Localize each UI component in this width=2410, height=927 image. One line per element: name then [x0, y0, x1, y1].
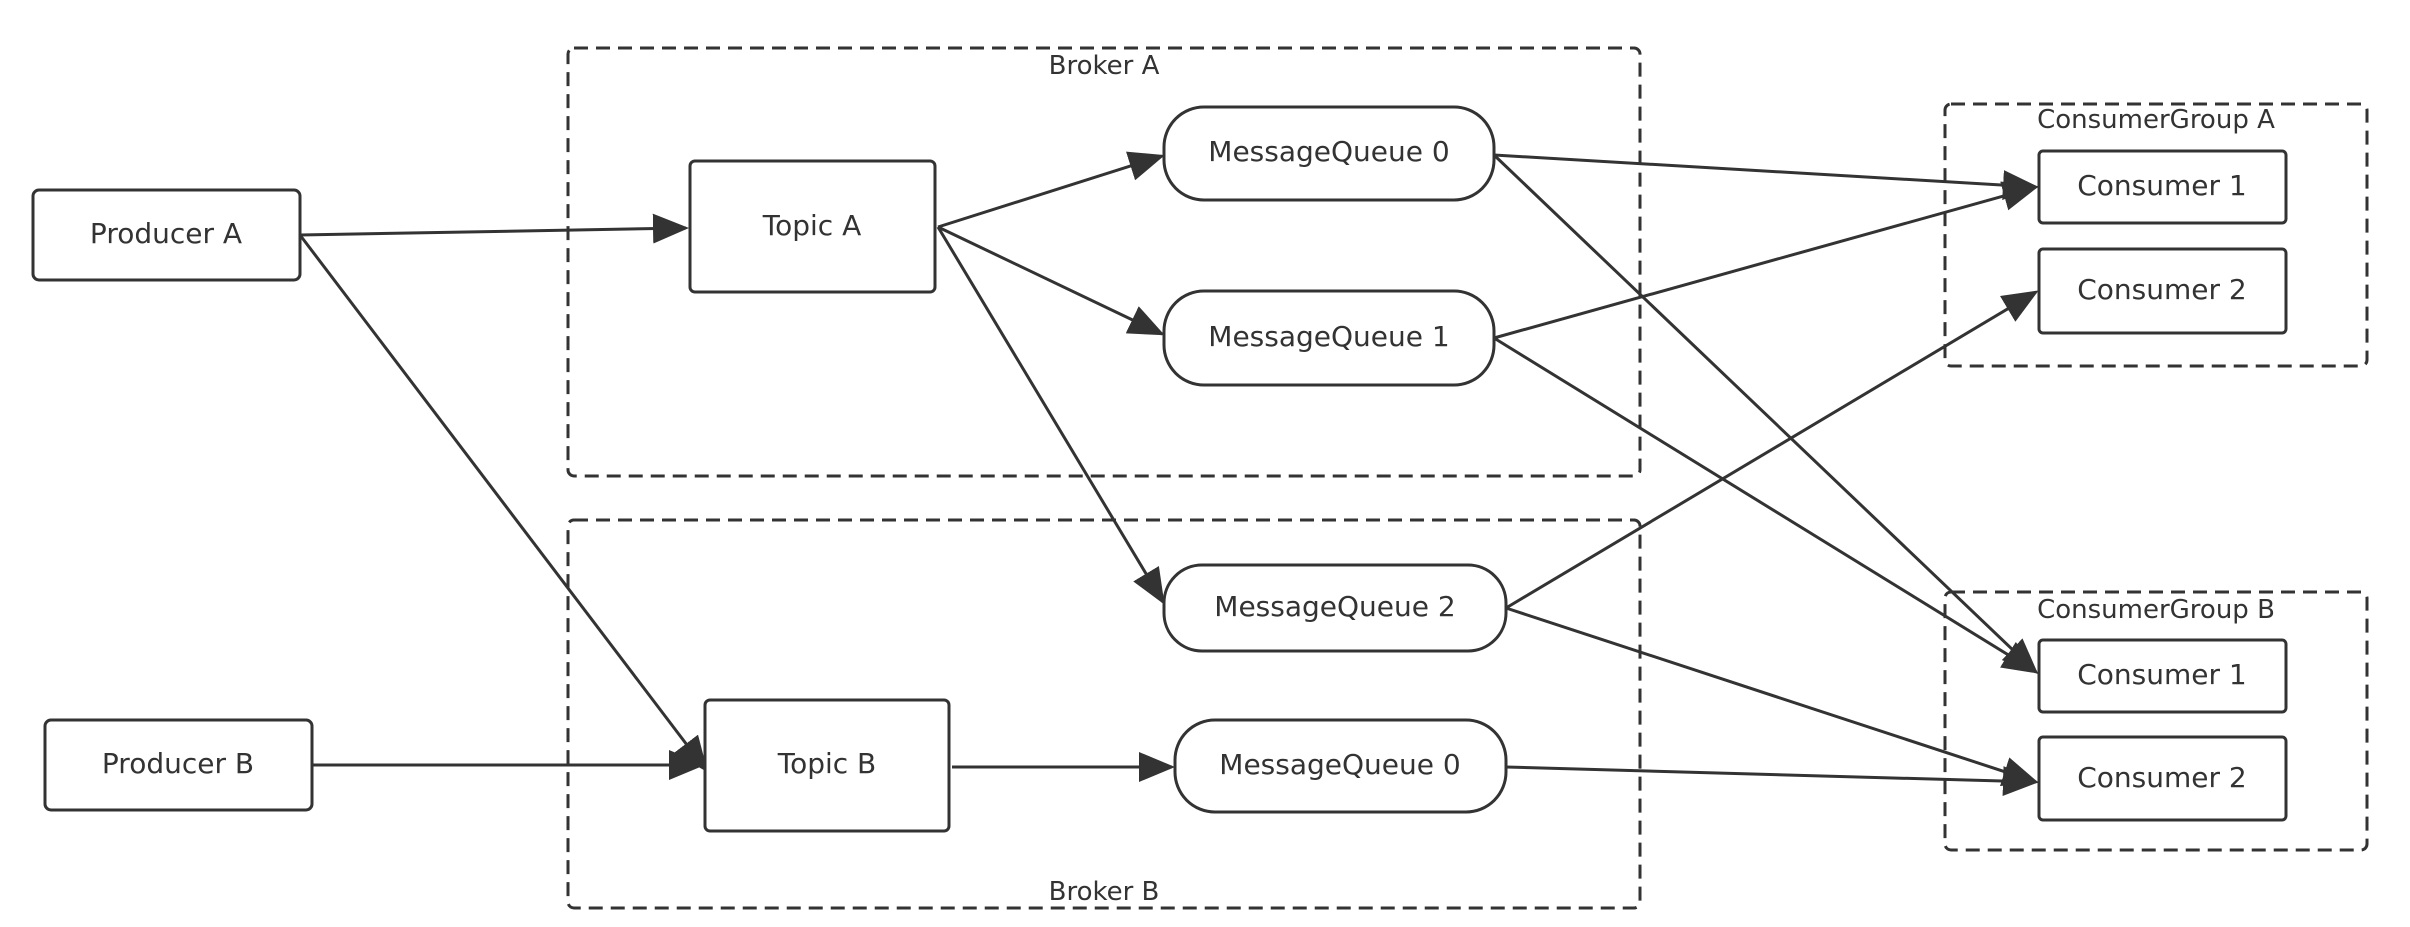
consumer-group-b-frame	[1943, 590, 2369, 852]
cgb-consumer1-node: Consumer 1	[2037, 638, 2288, 714]
edge-topic-a-mq1	[937, 225, 1165, 336]
edge-producer-a-topic-b	[298, 234, 708, 773]
mq-a1-node: MessageQueue 1	[1162, 289, 1496, 387]
edge-producer-a-topic-a	[299, 213, 689, 244]
topic-b-label: Topic B	[777, 747, 877, 780]
edge-topic-a-mq2	[936, 226, 1165, 605]
edge-mq-a0-cga-consumer1	[1493, 153, 2039, 201]
topic-a-node: Topic A	[688, 159, 937, 294]
cga-consumer1-node: Consumer 1	[2037, 149, 2288, 225]
broker-a-label: Broker A	[1049, 51, 1160, 81]
broker-b-label: Broker B	[1049, 877, 1160, 907]
producer-a-node: Producer A	[31, 188, 302, 282]
consumer-group-a: ConsumerGroup A	[1943, 102, 2369, 368]
cga-consumer1-label: Consumer 1	[2077, 169, 2247, 202]
topic-b-node: Topic B	[703, 698, 951, 833]
mq-b2-node: MessageQueue 2	[1162, 563, 1508, 653]
cgb-consumer2-label: Consumer 2	[2077, 761, 2247, 794]
mq-a1-label: MessageQueue 1	[1208, 320, 1449, 353]
mq-a0-label: MessageQueue 0	[1208, 135, 1449, 168]
edge-mq-b2-cga-consumer2	[1505, 290, 2039, 610]
cgb-consumer1-box	[2037, 638, 2288, 714]
topic-a-label: Topic A	[762, 209, 861, 242]
mq-b0-label: MessageQueue 0	[1219, 748, 1460, 781]
edge-mq-a1-cgb-consumer1	[1493, 336, 2039, 674]
edge-mq-a0-cgb-consumer1	[1492, 153, 2039, 675]
cgb-consumer2-node: Consumer 2	[2037, 735, 2288, 822]
mq-b0-box	[1173, 718, 1508, 814]
mq-b2-label: MessageQueue 2	[1214, 590, 1455, 623]
mq-a0-node: MessageQueue 0	[1162, 105, 1496, 202]
topic-a-box	[688, 159, 937, 294]
edge-mq-a1-cga-consumer1	[1493, 181, 2039, 340]
mq-a0-box	[1162, 105, 1496, 202]
producer-a-label: Producer A	[90, 217, 242, 250]
consumer-group-a-frame	[1943, 102, 2369, 368]
producer-a-box	[31, 188, 302, 282]
edge-mq-b0-cgb-consumer2	[1505, 765, 2039, 797]
producer-b-node: Producer B	[43, 718, 314, 812]
topic-b-box	[703, 698, 951, 833]
cga-consumer1-box	[2037, 149, 2288, 225]
edges	[298, 151, 2039, 797]
consumer-group-a-label: ConsumerGroup A	[2037, 105, 2275, 135]
edge-topic-a-mq0	[937, 151, 1165, 229]
mq-b2-box	[1162, 563, 1508, 653]
producer-b-box	[43, 718, 314, 812]
cga-consumer2-node: Consumer 2	[2037, 247, 2288, 335]
edge-mq-b2-cgb-consumer2	[1505, 606, 2039, 786]
consumer-group-b-label: ConsumerGroup B	[2037, 595, 2275, 625]
cga-consumer2-label: Consumer 2	[2077, 273, 2247, 306]
consumer-group-b: ConsumerGroup B	[1943, 590, 2369, 852]
cgb-consumer2-box	[2037, 735, 2288, 822]
producer-b-label: Producer B	[102, 747, 254, 780]
cgb-consumer1-label: Consumer 1	[2077, 658, 2247, 691]
mq-b0-node: MessageQueue 0	[1173, 718, 1508, 814]
broker-b-group: Broker B	[566, 518, 1642, 910]
mq-a1-box	[1162, 289, 1496, 387]
broker-b-frame	[566, 518, 1642, 910]
cga-consumer2-box	[2037, 247, 2288, 335]
broker-a-frame	[566, 46, 1642, 478]
broker-a-group: Broker A	[566, 46, 1642, 478]
